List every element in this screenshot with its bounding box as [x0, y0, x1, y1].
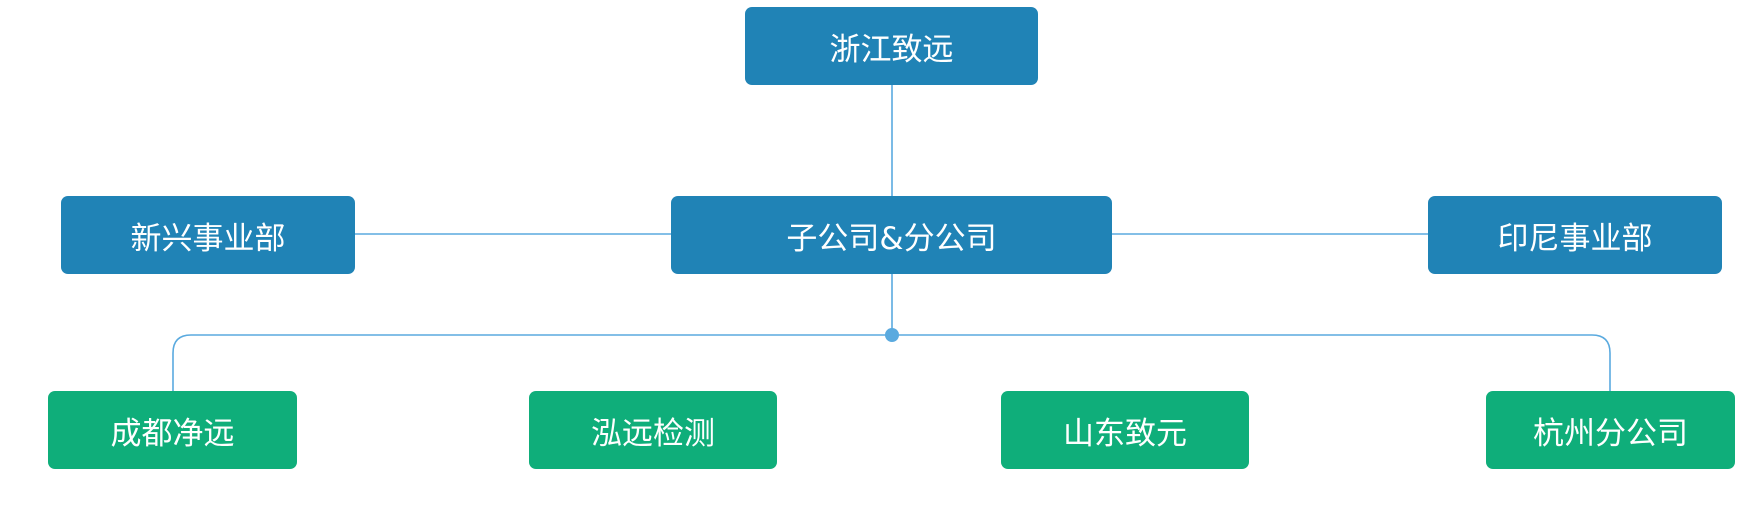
node-indonesia-business-division[interactable]: 印尼事业部 — [1428, 196, 1722, 274]
node-subsidiaries-and-branches[interactable]: 子公司&分公司 — [671, 196, 1112, 274]
node-label: 子公司&分公司 — [786, 220, 997, 257]
node-label: 新兴事业部 — [130, 220, 286, 257]
node-label: 山东致元 — [1063, 415, 1187, 452]
node-emerging-business-division[interactable]: 新兴事业部 — [61, 196, 355, 274]
branch-bus-line — [172, 334, 1611, 391]
node-chengdu-jingyuan[interactable]: 成都净远 — [48, 391, 297, 469]
node-hongyuan-testing[interactable]: 泓远检测 — [529, 391, 777, 469]
node-label: 泓远检测 — [591, 415, 715, 452]
node-label: 印尼事业部 — [1497, 220, 1653, 257]
branch-junction-dot — [885, 328, 899, 342]
node-label: 杭州分公司 — [1533, 415, 1688, 452]
node-zhejiang-zhiyuan[interactable]: 浙江致远 — [745, 7, 1038, 85]
node-hangzhou-branch[interactable]: 杭州分公司 — [1486, 391, 1735, 469]
node-label: 浙江致远 — [829, 31, 954, 68]
node-label: 成都净远 — [110, 415, 235, 452]
node-shandong-zhiyuan[interactable]: 山东致元 — [1001, 391, 1249, 469]
